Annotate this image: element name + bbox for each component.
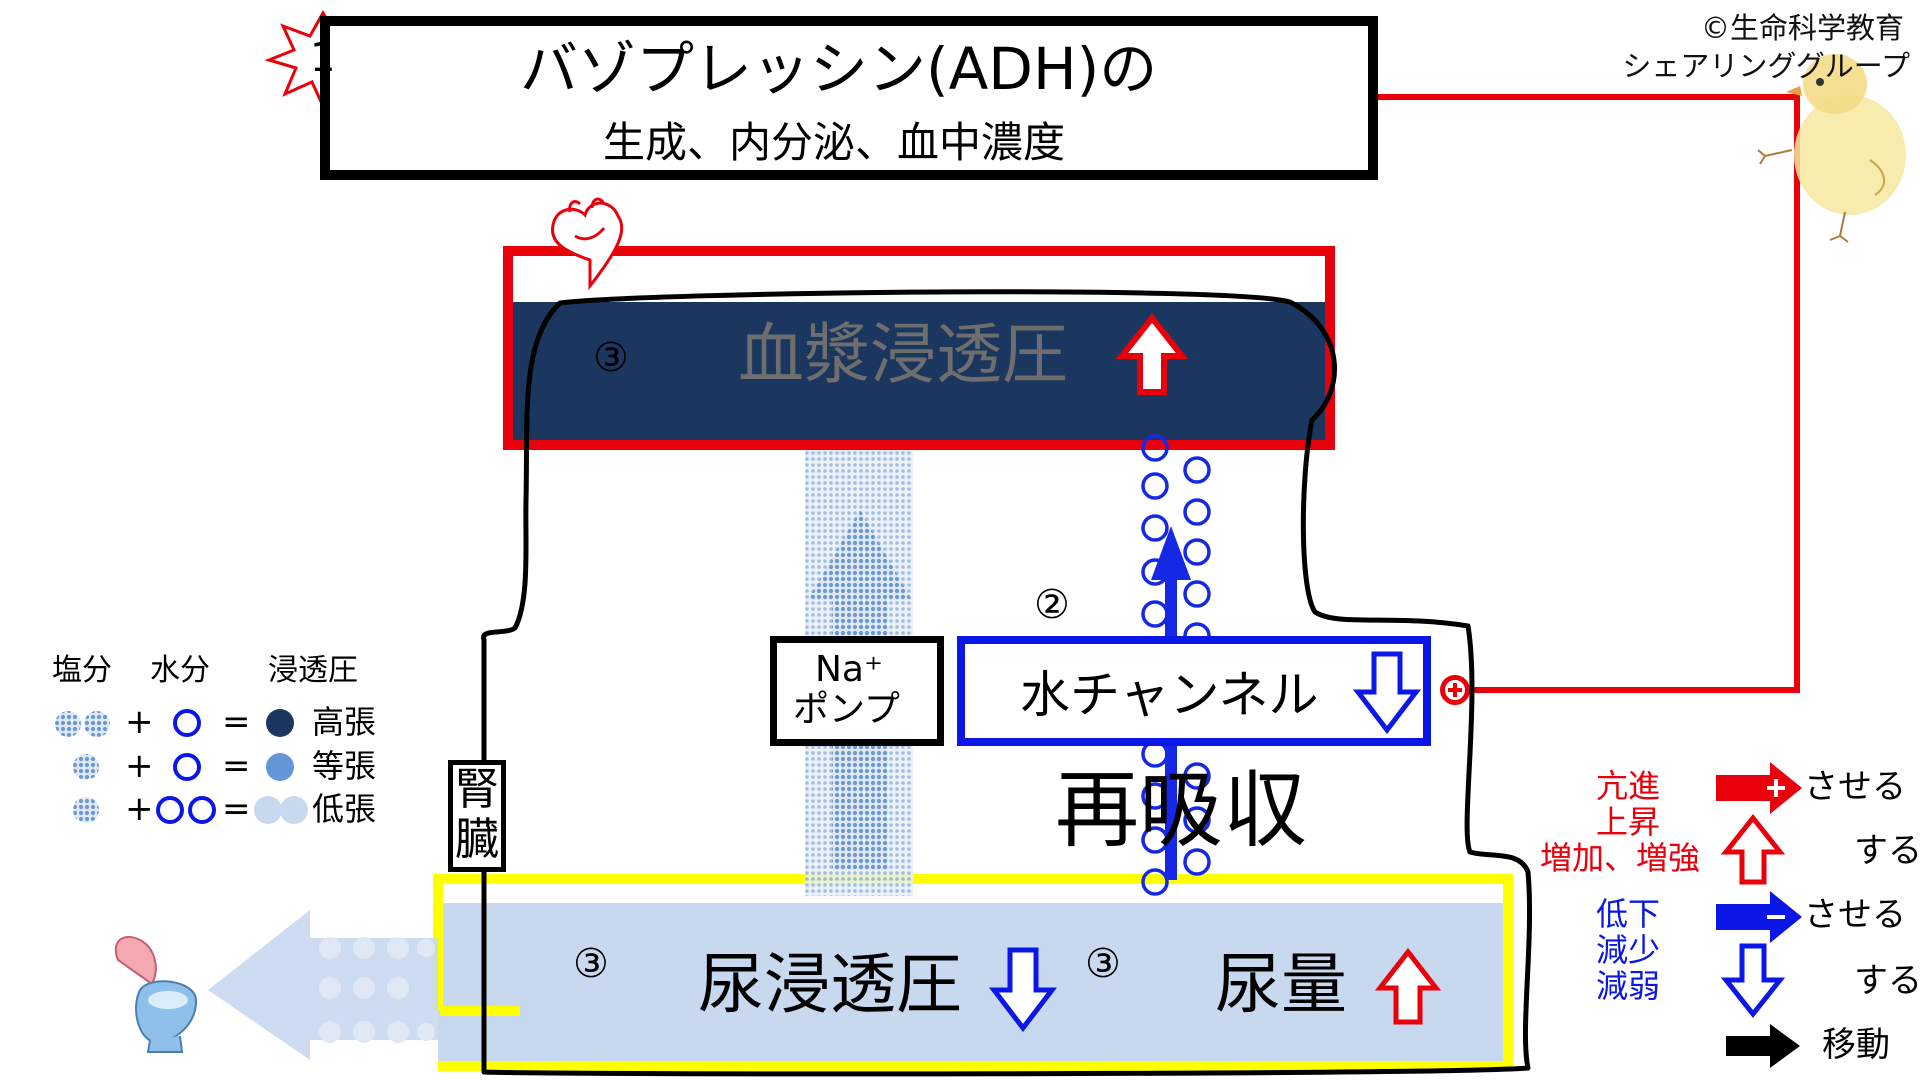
urine-osmotic-label: 尿浸透圧	[698, 946, 962, 1023]
legend-row1-equals: =	[222, 702, 251, 742]
legend-header-osmotic: 浸透圧	[268, 653, 358, 688]
urine-marker-left: ③	[573, 941, 609, 987]
legend-row1-plus: +	[125, 702, 154, 742]
legend-row2-plus: +	[125, 746, 154, 786]
legend-red-make-suffix: させる	[1804, 767, 1906, 807]
channel-marker: ②	[1034, 582, 1070, 628]
pump-box	[770, 636, 944, 746]
kidney-label-box	[448, 760, 506, 872]
pump-line1: Na⁺	[815, 649, 883, 690]
legend-increase-word1: 亢進	[1596, 767, 1661, 805]
kidney-outline	[481, 289, 1533, 1077]
feedback-line	[1378, 94, 1800, 693]
legend-blue-down-arrow	[1720, 943, 1786, 1019]
legend-row3-plus: +	[125, 789, 154, 829]
legend-row3-result: 低張	[312, 790, 377, 828]
heart-icon	[551, 197, 624, 291]
kidney-label-char2: 臓	[455, 814, 499, 865]
chick-icon	[1757, 54, 1906, 243]
legend-row3-equals: =	[222, 789, 251, 829]
plasma-fill	[513, 302, 1325, 440]
channel-plus-overlay	[1441, 676, 1469, 704]
legend-move-label: 移動	[1822, 1025, 1890, 1065]
legend-blue-make-suffix: させる	[1804, 895, 1906, 935]
water-circles	[1141, 434, 1211, 896]
urine-marker-right: ③	[1085, 941, 1121, 987]
urine-box-outline	[433, 874, 1513, 1071]
title-badge: 1	[310, 35, 336, 81]
copyright-line2: シェアリンググループ	[1622, 49, 1910, 83]
urine-volume-label: 尿量	[1215, 946, 1347, 1023]
legend-decrease-word3: 減弱	[1596, 967, 1661, 1005]
channel-label: 水チャンネル	[1020, 666, 1319, 724]
title-box	[320, 16, 1378, 180]
legend-row2-result: 等張	[312, 747, 377, 785]
copyright-line1: ©生命科学教育	[1700, 11, 1904, 45]
legend-red-do-suffix: する	[1854, 831, 1920, 871]
title-line1: バゾプレッシン(ADH)の	[520, 35, 1158, 103]
legend-decrease-word1: 低下	[1596, 895, 1661, 933]
urine-osmotic-down-arrow	[988, 947, 1058, 1033]
reabsorption-label: 再吸収	[1055, 761, 1308, 859]
toilet-icon	[114, 935, 198, 1053]
legend-blue-do-suffix: する	[1854, 961, 1920, 1001]
channel-arrow-overlay	[1352, 651, 1422, 735]
legend-header-water: 水分	[150, 653, 210, 688]
excretion-dots	[319, 937, 435, 1043]
legend-row1-result: 高張	[312, 703, 377, 741]
legend-row2-equals: =	[222, 746, 251, 786]
kidney-label-char1: 腎	[455, 764, 499, 815]
legend-header-salt: 塩分	[52, 653, 112, 688]
urine-volume-up-arrow	[1374, 947, 1442, 1025]
title-line2: 生成、内分泌、血中濃度	[603, 118, 1066, 167]
plasma-label: 血漿浸透圧	[738, 316, 1068, 393]
legend-symbols	[55, 709, 308, 824]
legend-decrease-word2: 減少	[1596, 931, 1661, 969]
pump-line2: ポンプ	[793, 689, 900, 730]
legend-increase-word2: 上昇	[1596, 803, 1661, 841]
plasma-marker: ③	[593, 335, 629, 381]
channel-box	[957, 636, 1431, 746]
legend-red-up-arrow	[1720, 813, 1786, 885]
legend-arrows	[1716, 762, 1802, 1068]
legend-increase-word3: 増加、増強	[1540, 839, 1701, 877]
plasma-up-arrow	[1115, 313, 1189, 395]
urine-fill	[438, 903, 1508, 1066]
legend-move-arrow	[1726, 1024, 1800, 1068]
